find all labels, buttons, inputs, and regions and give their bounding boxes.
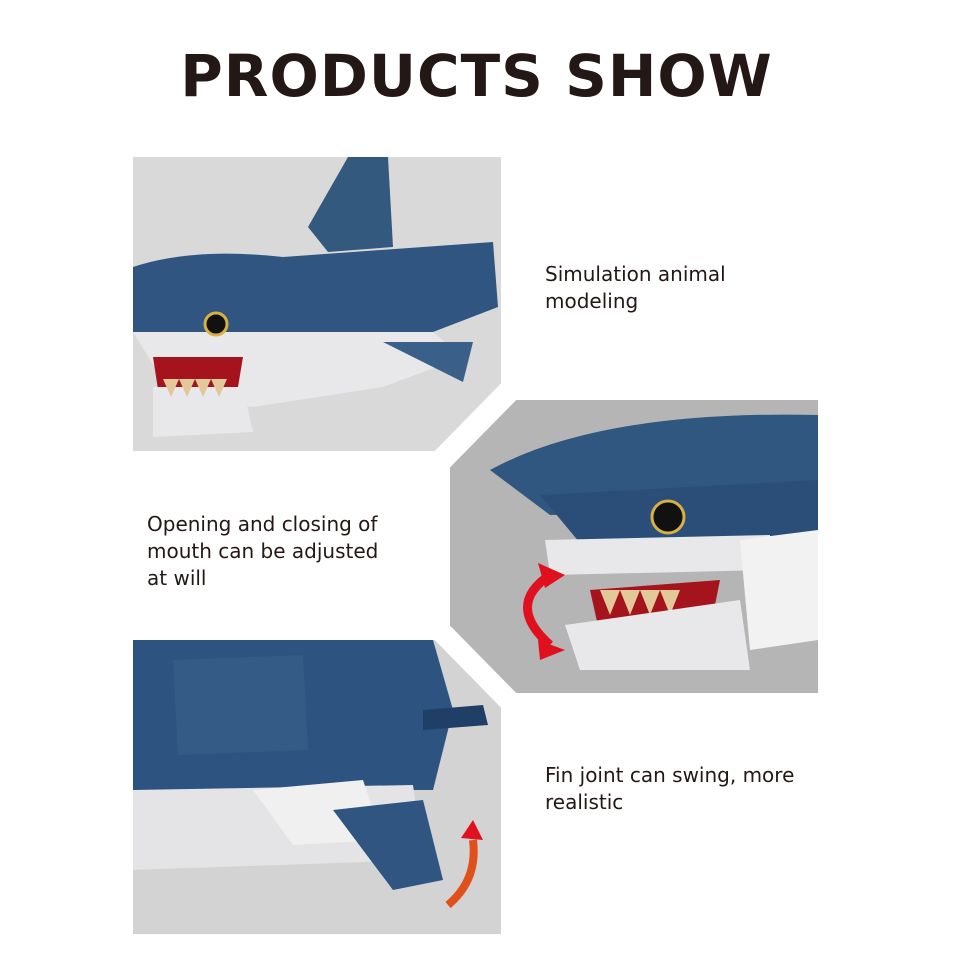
caption-line: modeling — [545, 289, 639, 313]
page-title: PRODUCTS SHOW — [180, 42, 773, 110]
caption-line: Simulation animal — [545, 262, 726, 286]
feature-caption-fin: Fin joint can swing, more realistic — [545, 762, 794, 816]
caption-line: at will — [147, 566, 207, 590]
caption-line: mouth can be adjusted — [147, 539, 379, 563]
shark-mouth-image — [450, 400, 818, 693]
caption-line: Opening and closing of — [147, 512, 378, 536]
feature-caption-modeling: Simulation animal modeling — [545, 261, 726, 315]
feature-caption-mouth: Opening and closing of mouth can be adju… — [147, 511, 378, 592]
shark-full-body-image — [133, 157, 501, 451]
caption-line: Fin joint can swing, more — [545, 763, 795, 787]
shark-fin-image — [133, 640, 501, 934]
caption-line: realistic — [545, 790, 624, 814]
